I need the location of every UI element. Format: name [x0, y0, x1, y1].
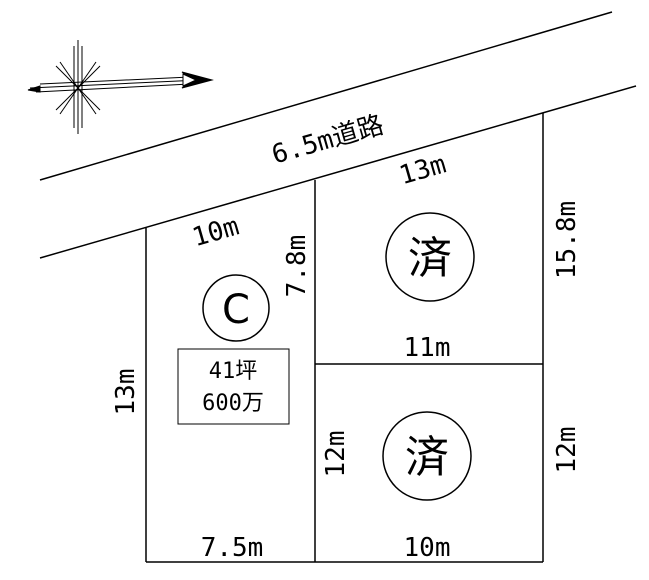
- lot-c-info-box: [177, 348, 290, 425]
- lot-c[interactable]: C 41坪 600万 10m 7.8m 13m 7.5m: [111, 211, 312, 563]
- road-label: 6.5m道路: [269, 110, 387, 170]
- lot-upper-right-top-dim: 13m: [396, 149, 449, 191]
- north-arrow-compass-rose-icon: [27, 40, 214, 134]
- sold-mark: 済: [408, 233, 452, 284]
- lot-c-price: 600万: [202, 391, 264, 416]
- lot-c-right-dim: 7.8m: [282, 235, 312, 298]
- lot-c-bottom-dim: 7.5m: [201, 533, 264, 563]
- lot-lower-right-left-dim: 12m: [321, 431, 351, 478]
- sold-mark-circle: [382, 411, 472, 501]
- road-edge-top: [39, 11, 613, 181]
- lot-upper-right-right-dim: 15.8m: [552, 201, 582, 279]
- sold-mark-circle: [385, 212, 475, 302]
- lot-c-area: 41坪: [209, 359, 258, 384]
- lot-upper-right-bottom-dim: 11m: [404, 333, 451, 363]
- lot-c-id: C: [222, 287, 250, 333]
- lot-c-left-dim: 13m: [111, 369, 141, 416]
- lot-lower-right-right-dim: 12m: [552, 427, 582, 474]
- road-edge-bottom: [39, 85, 637, 259]
- lot-boundaries: [145, 113, 544, 563]
- lot-c-top-dim: 10m: [189, 211, 242, 253]
- lot-upper-right[interactable]: 済 13m 15.8m 11m: [385, 149, 582, 363]
- lot-lower-right[interactable]: 済 12m 12m 10m: [321, 411, 582, 563]
- lot-lower-right-bottom-dim: 10m: [404, 533, 451, 563]
- lot-c-id-circle: [202, 274, 270, 342]
- sold-mark: 済: [405, 432, 449, 483]
